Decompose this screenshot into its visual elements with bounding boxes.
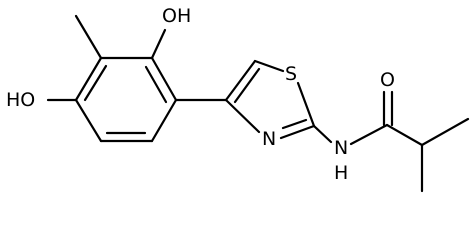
bond-ar5-ar6-inner [83,64,108,102]
bond-carbonyl-ch [385,123,424,147]
bond-methyl [74,14,103,60]
bond-ar2-ar3 [150,98,178,143]
bond-ar1-ar2-inner [144,65,168,104]
benzene-ring [74,56,178,143]
atom-nh-nitrogen: N [334,137,348,159]
bond-ar4-ar5 [74,98,103,143]
bond-c4-c5-inner [233,67,261,104]
molecule-structure: OH HO S N N H O [6,5,470,193]
thiazole-ring [224,59,316,140]
bond-c2-n [279,124,316,140]
bond-n-c4 [224,98,261,134]
bond-ch-me1 [420,117,470,147]
atom-nitrogen-ring: N [262,128,276,150]
bond-ar5-ar6 [74,56,103,102]
bond-c5-s [253,59,285,73]
bond-oh-top [150,28,167,60]
atom-oxygen-carbonyl: O [380,69,395,91]
bond-c2-nh [312,124,333,144]
bond-s-c2 [296,81,316,128]
atom-sulfur: S [285,63,297,85]
atom-oh-top: OH [162,5,191,27]
atom-nh-hydrogen: H [334,162,348,184]
atom-ho-left: HO [6,89,35,111]
bond-c2-n-inner [281,118,308,130]
bond-ar1-ar2 [150,56,178,102]
bond-nh-carbonyl [349,123,389,146]
bond-c4-c5 [224,59,257,102]
